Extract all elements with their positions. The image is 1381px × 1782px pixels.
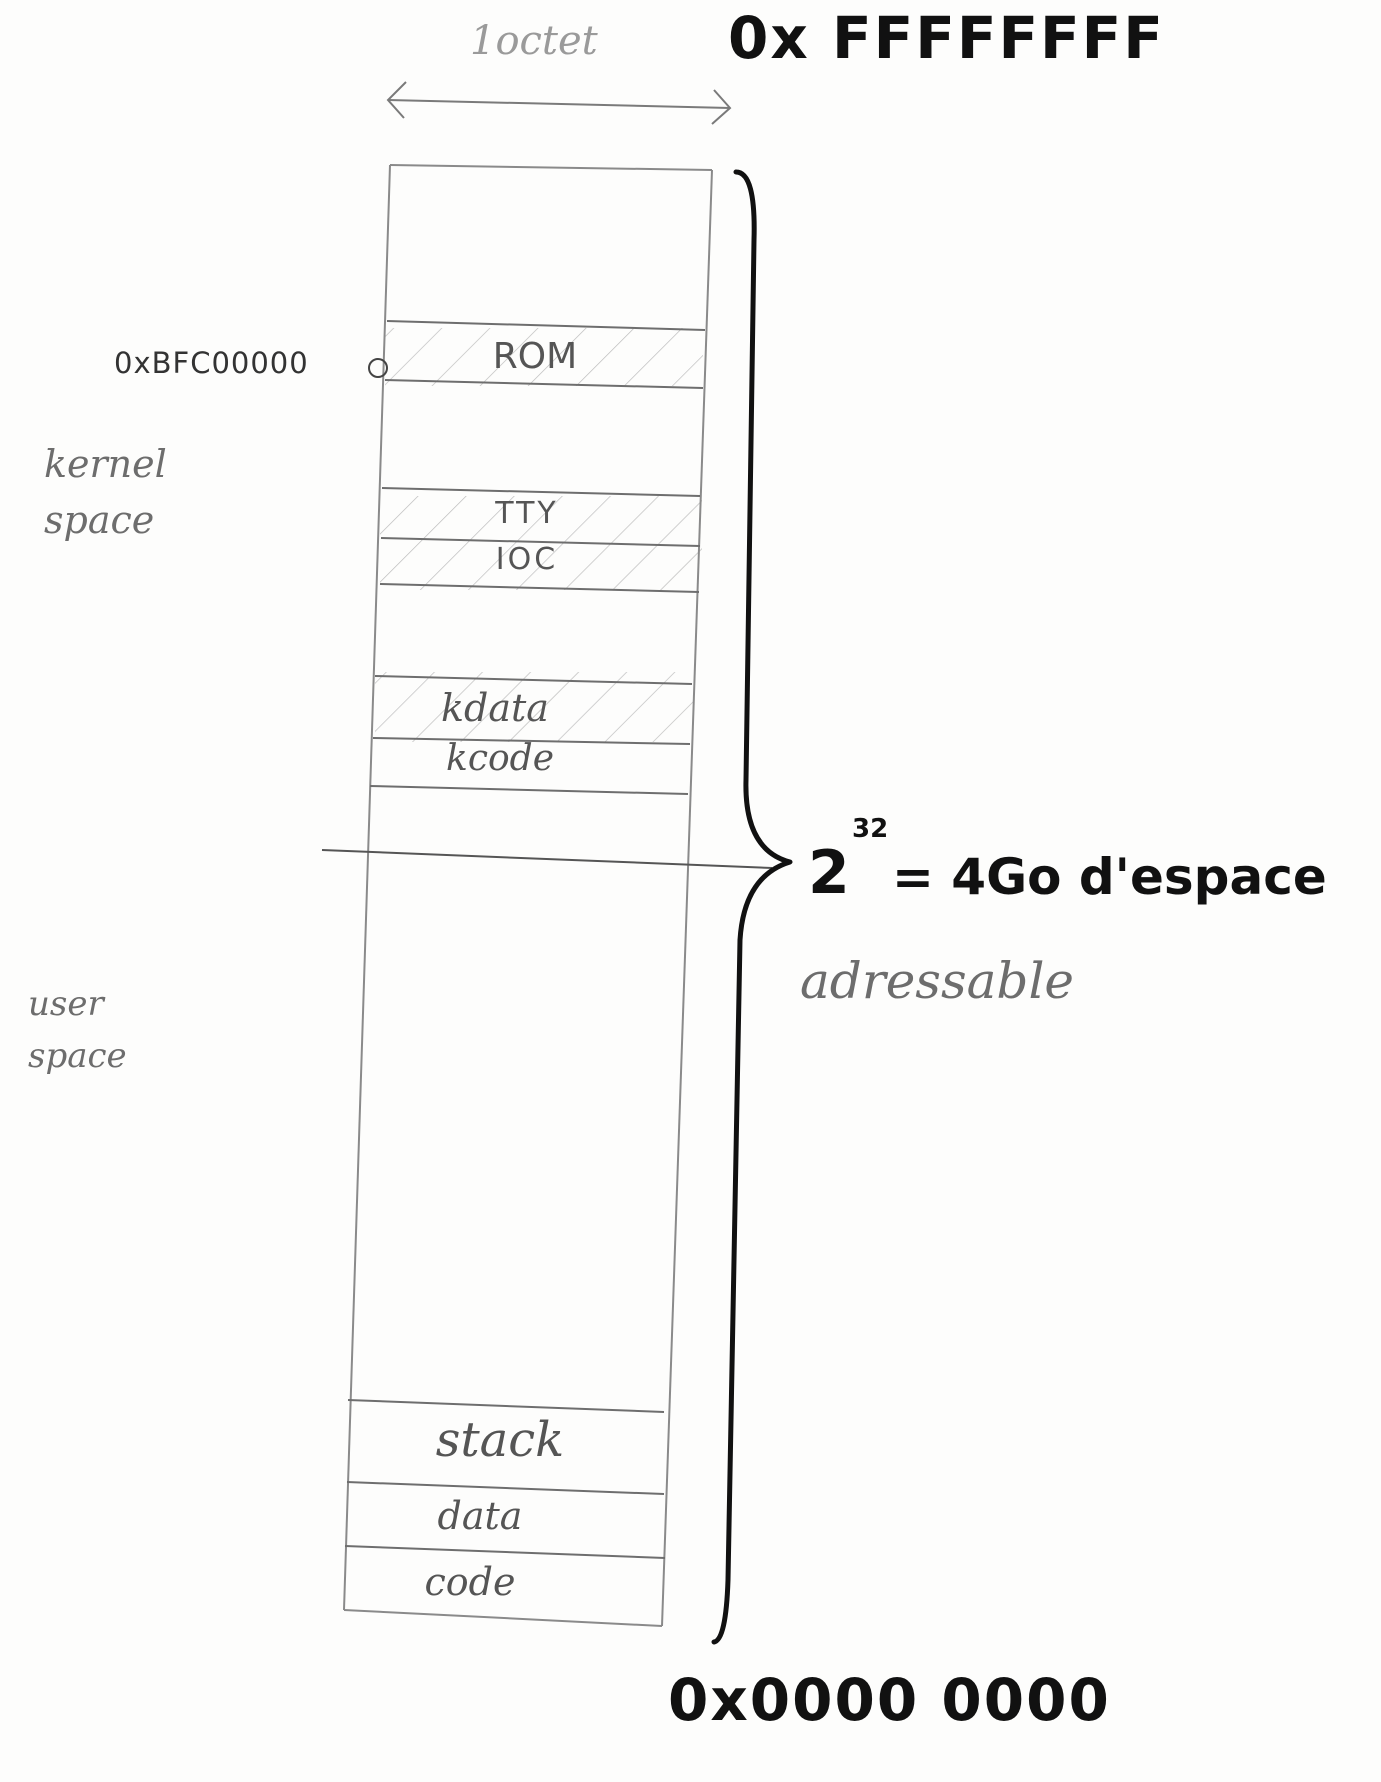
kernel-space-label: kernel space (44, 442, 167, 542)
segment-kdata: kdata (441, 686, 549, 730)
rom-hatch (385, 328, 703, 386)
segment-tty: TTY (495, 496, 559, 531)
segment-kcode: kcode (446, 738, 554, 779)
rom-address-marker (368, 358, 388, 378)
tty-hatch (380, 496, 702, 542)
top-address: 0x FFFFFFFF (728, 4, 1165, 72)
width-arrow (386, 81, 732, 125)
rom-address: 0xBFC00000 (114, 346, 309, 380)
size-exponent: 32 (852, 814, 889, 844)
size-base: 2 (808, 838, 850, 908)
segment-dividers (344, 320, 706, 1559)
segment-data: data (437, 1494, 523, 1538)
kernel-user-boundary (321, 849, 773, 869)
segment-stack: stack (435, 1412, 565, 1468)
address-space-brace (711, 169, 793, 1645)
segment-code: code (424, 1560, 516, 1604)
user-space-label: user space (28, 984, 127, 1076)
segment-rom: ROM (492, 336, 578, 377)
bottom-address: 0x0000 0000 (668, 1666, 1111, 1734)
size-note: adressable (800, 952, 1075, 1010)
size-equation: = 4Go d'espace (892, 848, 1327, 906)
ioc-hatch (380, 542, 702, 590)
memory-column (343, 164, 713, 1627)
width-label: 1octet (470, 18, 598, 64)
segment-ioc: IOC (495, 542, 559, 577)
